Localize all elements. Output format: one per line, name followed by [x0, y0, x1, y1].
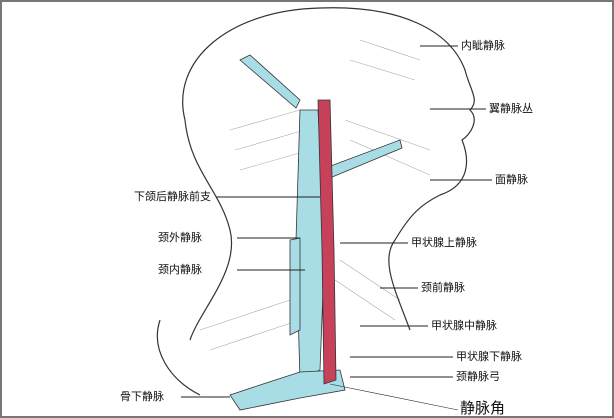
label-external-jugular: 颈外静脉 — [158, 231, 202, 244]
veins — [229, 54, 403, 411]
label-anterior-jugular: 颈前静脉 — [421, 281, 465, 294]
muscle-hatching — [199, 39, 431, 351]
label-internal-jugular: 颈内静脉 — [158, 263, 202, 276]
leader-lines — [181, 45, 492, 411]
label-jugular-arch: 颈静脉弓 — [456, 370, 500, 383]
label-pterygoid-plexus: 翼静脉丛 — [489, 102, 533, 115]
label-superior-thyroid: 甲状腺上静脉 — [411, 236, 477, 249]
label-inferior-thyroid: 甲状腺下静脉 — [456, 350, 522, 363]
label-venous-angle: 静脉角 — [460, 399, 506, 417]
label-retromandibular-anterior-branch: 下颌后静脉前支 — [134, 190, 211, 203]
label-facial-vein: 面静脉 — [495, 173, 528, 186]
head-outline — [156, 7, 475, 396]
label-inner-canthal-vein: 内眦静脉 — [461, 39, 505, 52]
label-middle-thyroid: 甲状腺中静脉 — [431, 319, 497, 332]
label-subclavian: 骨下静脉 — [120, 390, 164, 403]
carotid-artery — [317, 99, 337, 385]
